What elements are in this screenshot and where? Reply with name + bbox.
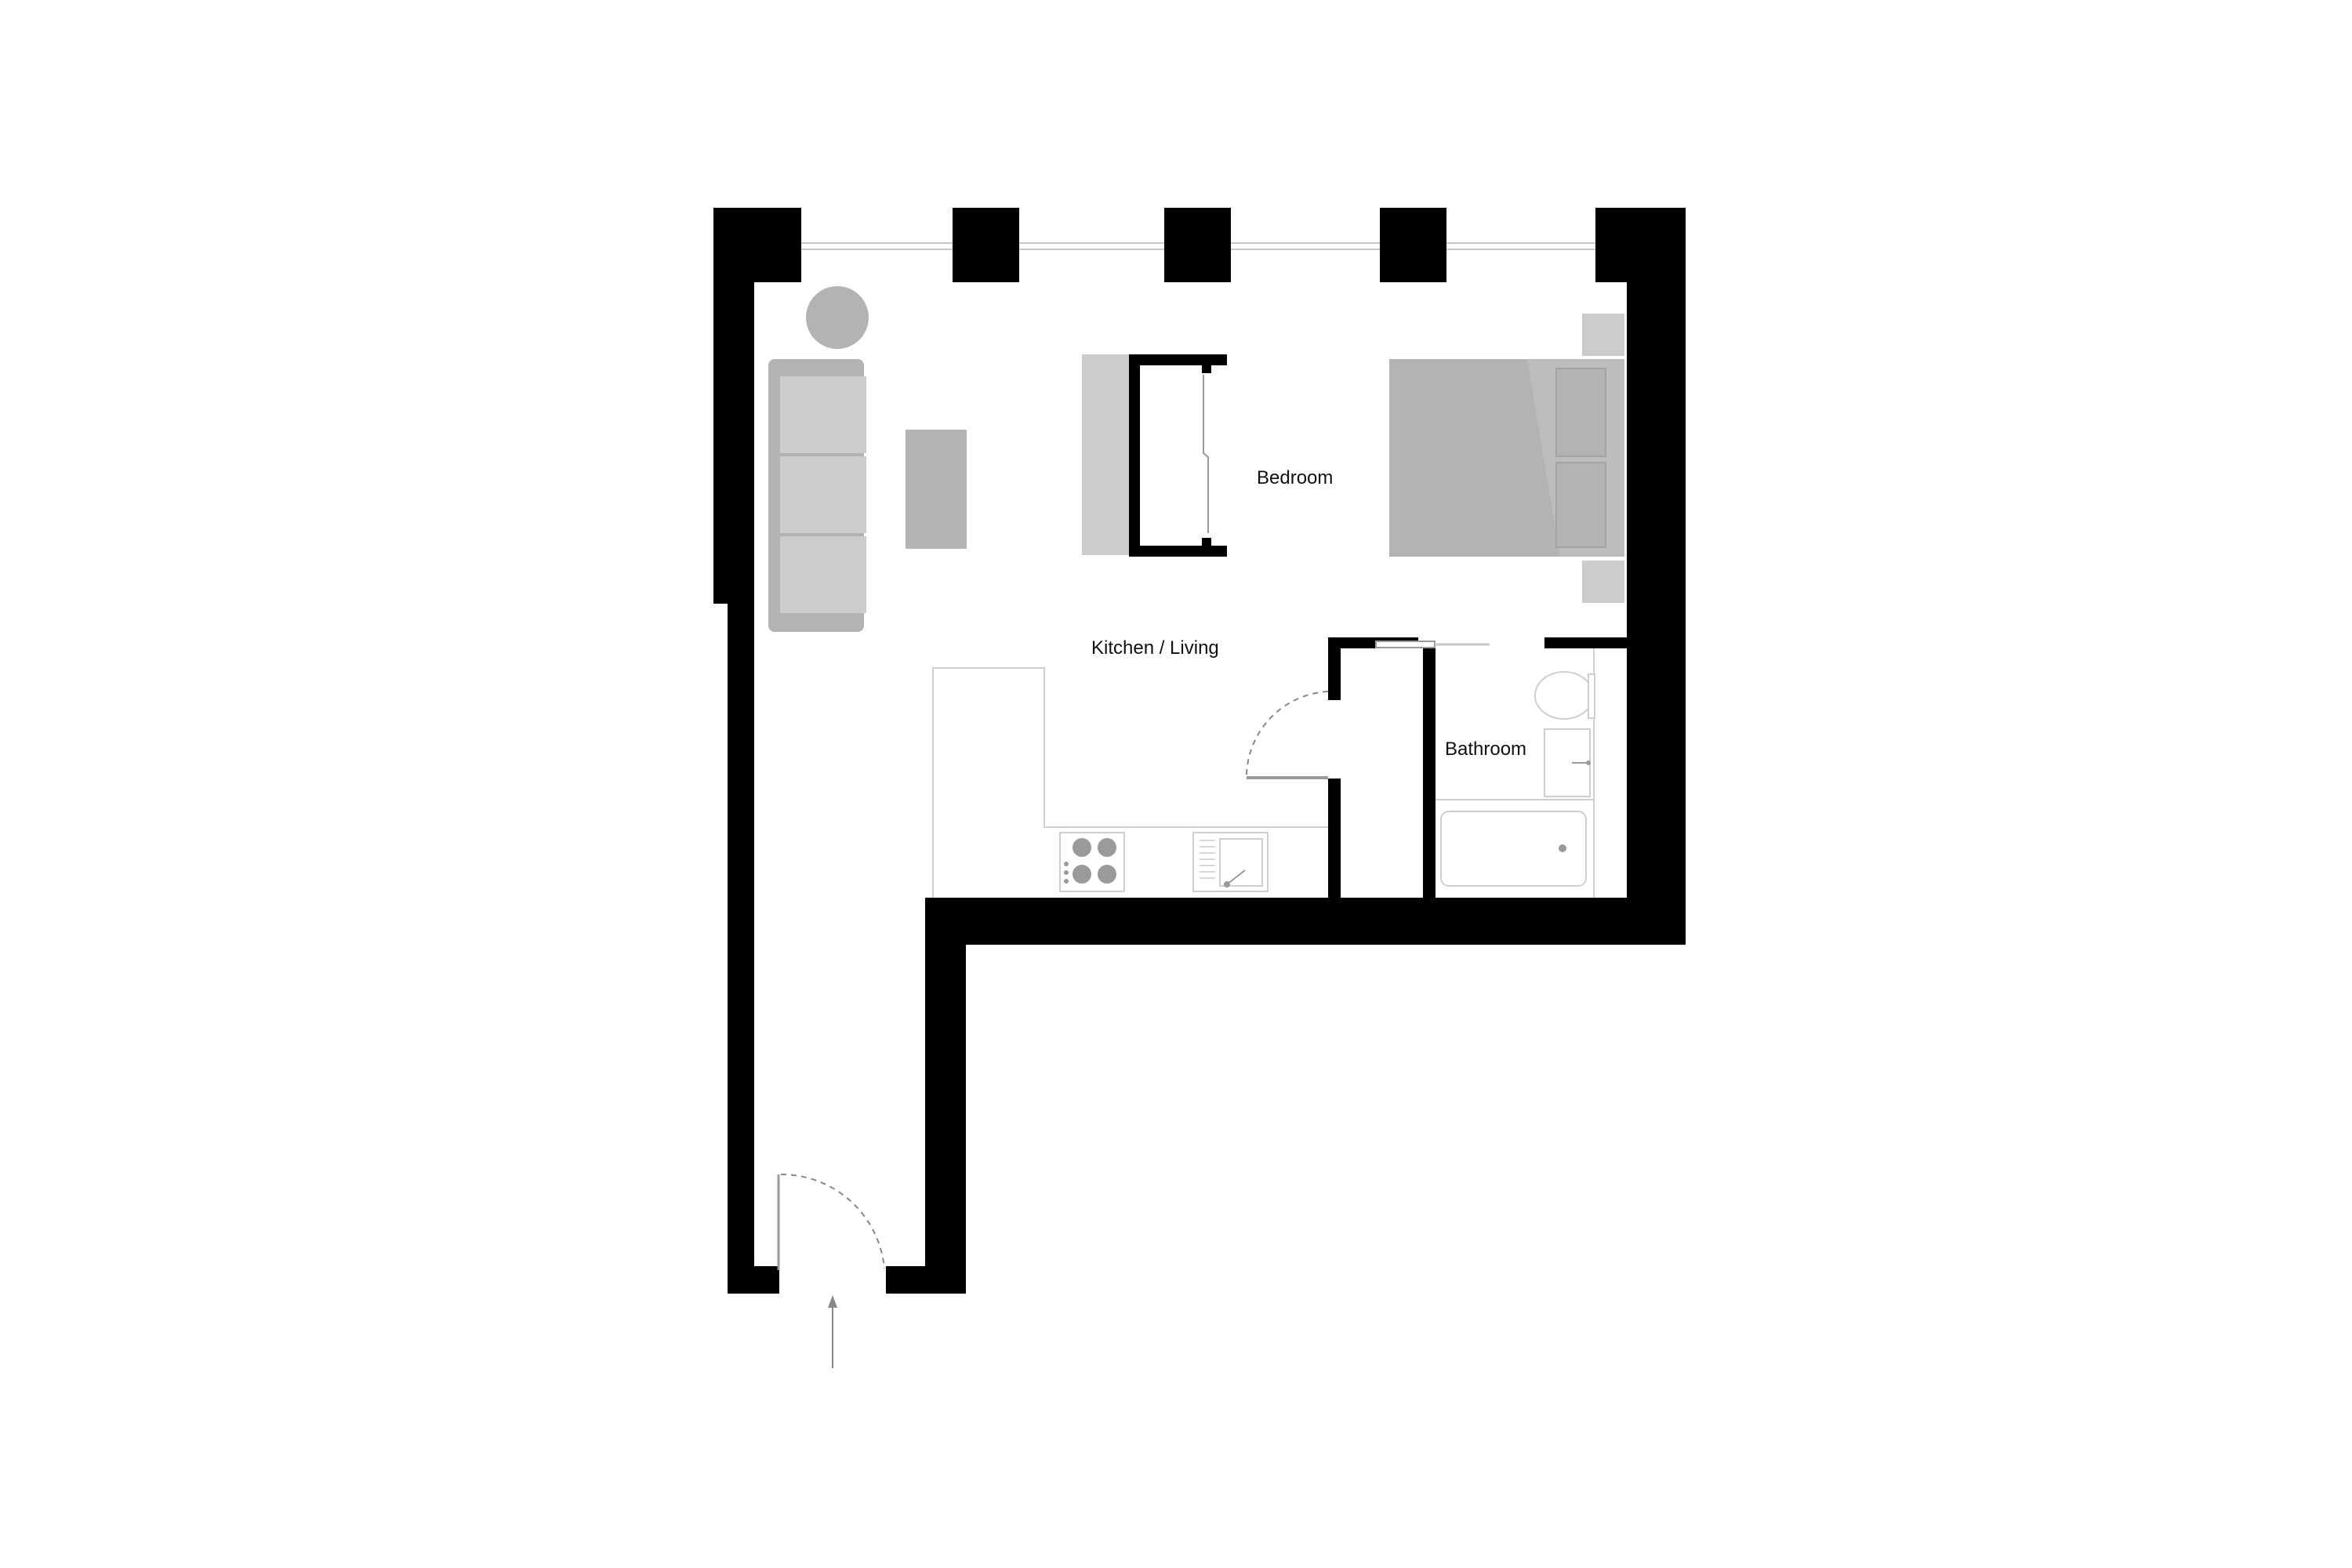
kitchen-counter: [932, 667, 1328, 898]
sink: [1192, 832, 1269, 892]
wall-segment: [1202, 538, 1211, 557]
pillow: [1555, 368, 1606, 457]
room-label-bathroom: Bathroom: [1445, 739, 1526, 760]
hob-knob: [1064, 879, 1069, 884]
sink-drain: [1224, 881, 1230, 887]
hob: [1059, 832, 1125, 892]
living-furniture: [768, 286, 967, 632]
wall-segment: [1627, 208, 1686, 945]
sliding-door: [1375, 641, 1436, 648]
wall-segment: [713, 208, 754, 604]
hob-burner: [1073, 865, 1091, 884]
wall-segment: [1129, 354, 1140, 557]
wall-segment: [1423, 648, 1436, 904]
washbasin-drain: [1586, 760, 1591, 765]
wall-segment: [953, 208, 1019, 282]
coffee-table: [906, 430, 967, 549]
hob-burner: [1098, 865, 1116, 884]
entrance-door-arc: [780, 1173, 885, 1269]
entrance-arrow: [828, 1295, 837, 1368]
wardrobe: [1082, 354, 1209, 555]
wall-segment: [925, 898, 966, 1294]
door-swing-arc: [1246, 691, 1329, 775]
sink-drainer: [1200, 840, 1215, 879]
pillow: [1555, 462, 1606, 548]
toilet-cistern: [1588, 673, 1595, 719]
sink-basin: [1219, 838, 1263, 887]
wall-segment: [1164, 208, 1231, 282]
bed: [1389, 314, 1624, 603]
toilet: [1534, 671, 1594, 720]
wall-segment: [1129, 354, 1227, 365]
bedside-table: [1582, 561, 1624, 603]
hob-burner: [1098, 838, 1116, 857]
wardrobe-sliding-door: [1203, 375, 1209, 533]
hob-knob: [1064, 862, 1069, 866]
wall-segment: [728, 600, 754, 1294]
sofa-cushion: [780, 456, 866, 533]
room-label-kitchen-living: Kitchen / Living: [1091, 637, 1219, 659]
wall-segment: [1544, 637, 1631, 648]
wall-segment: [1328, 779, 1341, 904]
bedside-table: [1582, 314, 1624, 356]
sofa-cushion: [780, 536, 866, 613]
wall-segment: [1328, 637, 1341, 700]
kitchen: [932, 667, 1328, 898]
wall-segment: [1202, 354, 1211, 373]
doors: [777, 641, 1490, 1270]
bath-drain: [1559, 844, 1566, 852]
wall-segment: [1380, 208, 1446, 282]
sofa-cushion: [780, 376, 866, 453]
hob-knob: [1064, 870, 1069, 875]
wall-segment: [1129, 546, 1227, 557]
bathroom-fixtures: [1436, 648, 1595, 898]
wall-segment: [728, 1266, 779, 1294]
wardrobe-shelf: [1082, 354, 1129, 555]
sink-tap: [1226, 869, 1246, 885]
hob-burner: [1073, 838, 1091, 857]
bathtub: [1440, 811, 1587, 887]
window-glazing: [800, 242, 1595, 250]
walls: [713, 208, 1686, 1294]
wall-segment: [925, 898, 1686, 945]
room-label-bedroom: Bedroom: [1257, 467, 1333, 488]
floor-lamp: [806, 286, 869, 349]
